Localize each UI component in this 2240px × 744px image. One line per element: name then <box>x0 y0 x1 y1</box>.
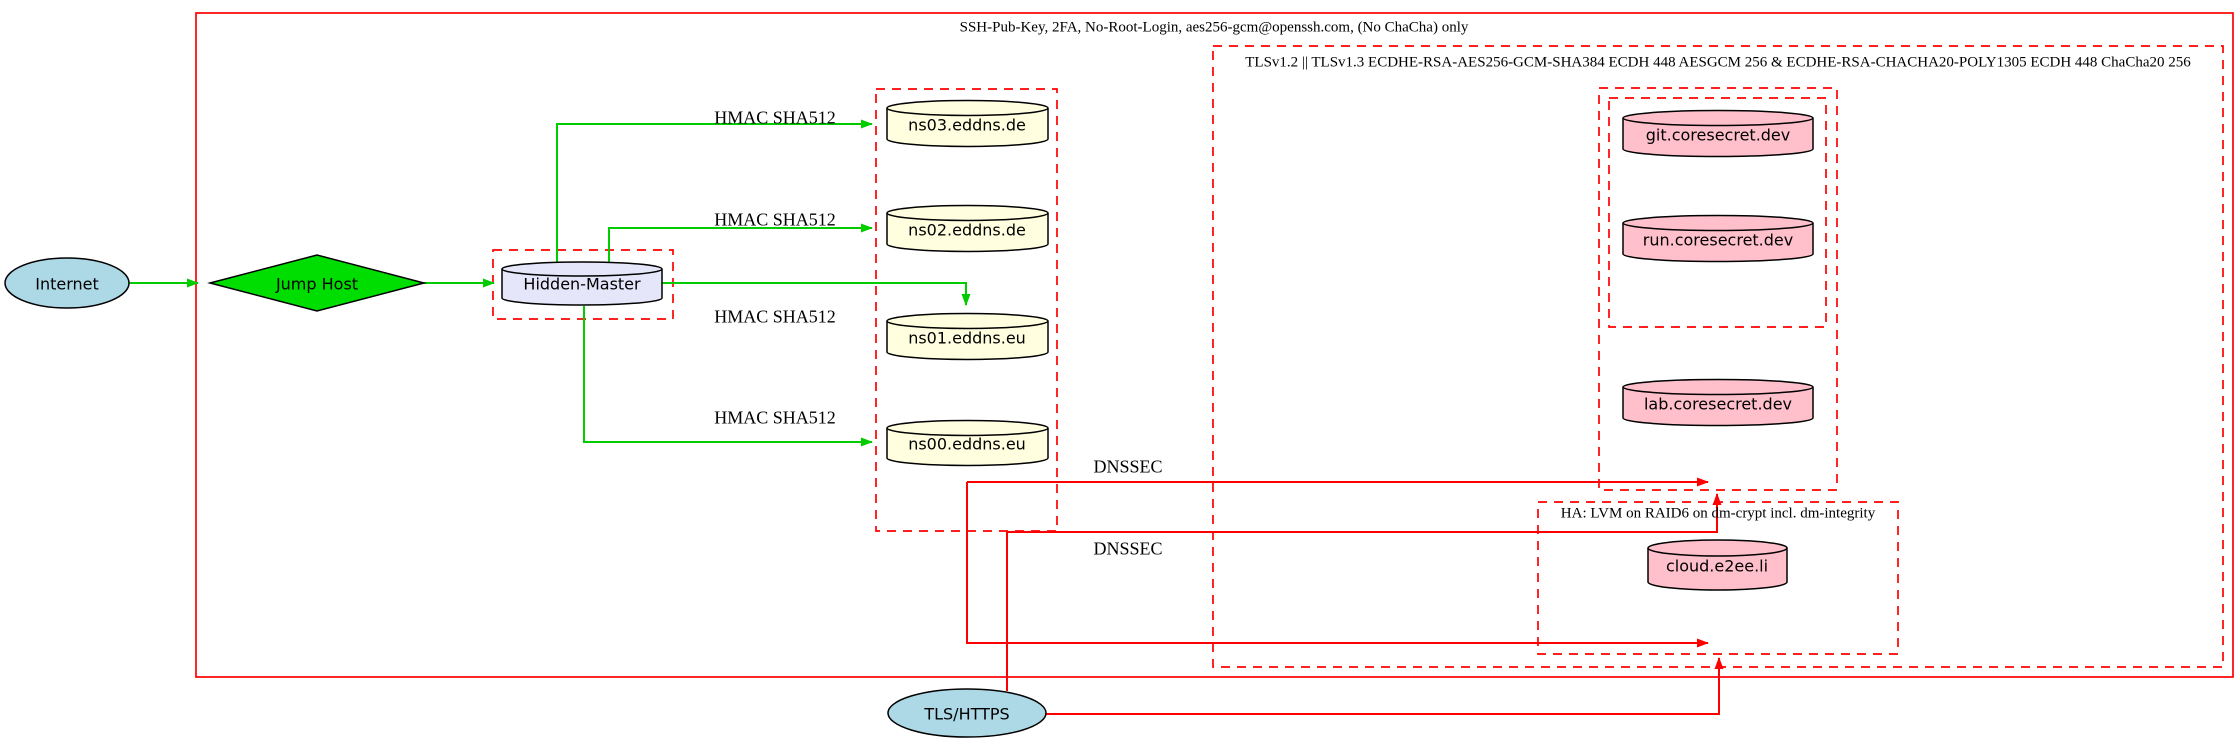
ns00-node <box>886 419 1049 467</box>
tls-https-node <box>887 688 1047 738</box>
git-node <box>1622 109 1814 158</box>
ns02-node <box>886 204 1049 253</box>
tls-https-label: TLS/HTTPS <box>924 704 1010 724</box>
hmac-label-ns03: HMAC SHA512 <box>714 107 836 128</box>
hmac-label-ns01: HMAC SHA512 <box>714 306 836 327</box>
ns03-label: ns03.eddns.de <box>908 115 1026 135</box>
hidden-master-node <box>501 261 663 306</box>
hmac-label-ns00: HMAC SHA512 <box>714 407 836 428</box>
ns-cluster-box <box>875 88 1058 532</box>
cloud-node <box>1647 539 1788 591</box>
edge-hiddenmaster-ns02 <box>608 223 873 263</box>
lab-label: lab.coresecret.dev <box>1643 394 1793 414</box>
edge-tlshttps-coresecret <box>1006 493 1722 691</box>
edge-dnssec-ha <box>966 482 1709 648</box>
hmac-label-ns02: HMAC SHA512 <box>714 209 836 230</box>
coresecret-outer-cluster-box <box>1598 87 1838 491</box>
ns01-label: ns01.eddns.eu <box>908 328 1026 348</box>
internet-node <box>4 257 130 309</box>
edge-hiddenmaster-ns01 <box>662 282 971 306</box>
ha-cluster-label: HA: LVM on RAID6 on dm-crypt incl. dm-in… <box>1560 505 1876 522</box>
ns00-label: ns00.eddns.eu <box>908 434 1026 454</box>
internet-label: Internet <box>35 274 99 294</box>
ns03-node <box>886 99 1049 148</box>
edge-tlshttps-ha <box>1046 657 1724 715</box>
tls-cluster-label: TLSv1.2 || TLSv1.3 ECDHE-RSA-AES256-GCM-… <box>1245 54 2191 71</box>
run-node <box>1622 214 1814 263</box>
git-label: git.coresecret.dev <box>1645 125 1791 145</box>
ns01-node <box>886 312 1049 361</box>
ns02-label: ns02.eddns.de <box>908 220 1026 240</box>
edge-hiddenmaster-ns00 <box>583 306 873 447</box>
lab-node <box>1622 378 1814 427</box>
ssh-cluster-box <box>195 12 2234 678</box>
cloud-label: cloud.e2ee.li <box>1665 556 1769 576</box>
edge-hiddenmaster-ns03 <box>556 119 873 263</box>
dnssec-label-2: DNSSEC <box>1093 538 1163 559</box>
ssh-cluster-label: SSH-Pub-Key, 2FA, No-Root-Login, aes256-… <box>959 19 1469 36</box>
jump-host-label: Jump Host <box>275 274 359 294</box>
run-label: run.coresecret.dev <box>1642 230 1794 250</box>
hidden-master-label: Hidden-Master <box>523 274 641 294</box>
dnssec-label-1: DNSSEC <box>1093 456 1163 477</box>
jump-host-node <box>207 254 427 312</box>
